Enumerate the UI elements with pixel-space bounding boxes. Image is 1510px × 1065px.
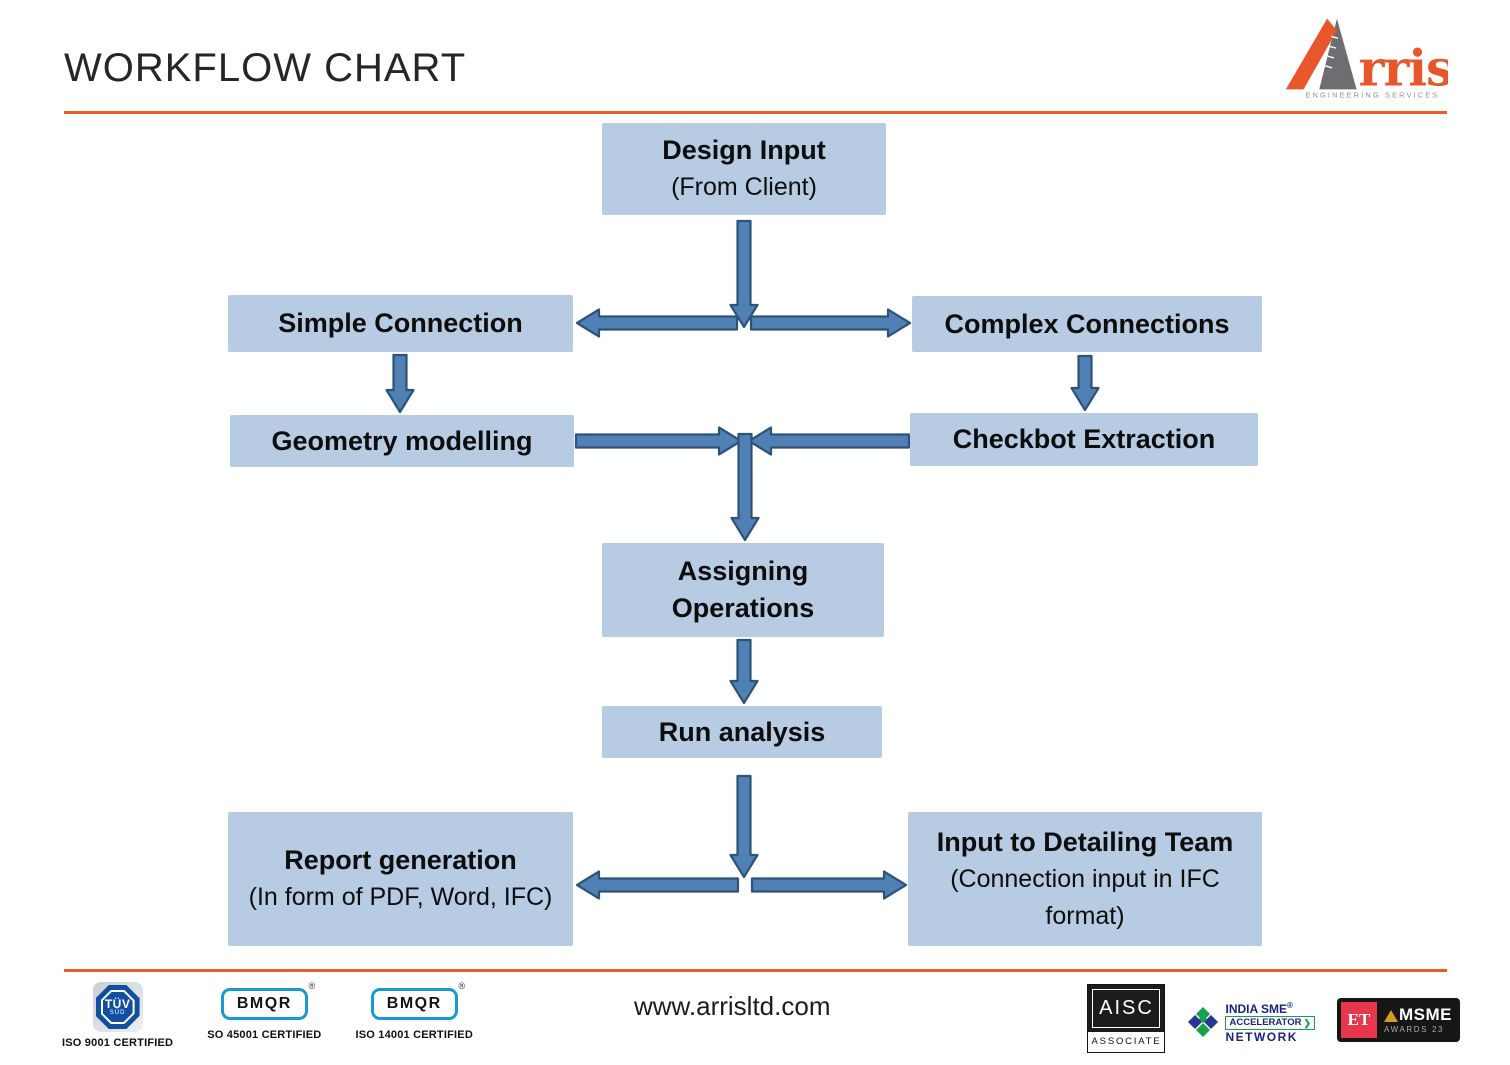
aisc-associate-badge: AISC ASSOCIATE	[1087, 984, 1166, 1053]
flow-arrow-assigning-to-run	[729, 638, 759, 705]
cert-tuv-iso9001: TÜV SÜD ISO 9001 CERTIFIED	[62, 982, 173, 1049]
node-title: Simple Connection	[278, 308, 523, 338]
header-divider	[64, 111, 1447, 114]
node-report-generation: Report generation (In form of PDF, Word,…	[228, 812, 573, 946]
tuv-sud-logo: TÜV SÜD	[92, 982, 143, 1032]
india-sme-text: INDIA SME® ACCELERATOR❯ NETWORK	[1225, 1000, 1315, 1043]
india-sme-line3: NETWORK	[1225, 1030, 1298, 1044]
node-subtitle: (From Client)	[671, 173, 817, 201]
bmqr-logo: BMQR ®	[370, 981, 465, 1020]
flow-arrow-split-to-detailing	[750, 870, 908, 900]
chevron-right-icon: ❯	[1303, 1018, 1311, 1028]
arris-logo: rris ENGINEERING SERVICES	[1285, 18, 1448, 99]
cert-label: ISO 14001 CERTIFIED	[355, 1029, 473, 1041]
node-subtitle: (Connection input in IFC format)	[950, 864, 1220, 930]
node-title: Report generation	[284, 845, 517, 875]
logo-ruler-ticks	[1324, 35, 1339, 69]
tuv-subtext: SÜD	[109, 1009, 126, 1016]
flow-arrow-design-to-split	[729, 219, 759, 329]
flow-arrow-split-to-complex	[749, 308, 912, 338]
node-title: Checkbot Extraction	[952, 424, 1216, 454]
node-input-to-detailing-team: Input to Detailing Team (Connection inpu…	[908, 812, 1262, 946]
bmqr-logo: BMQR ®	[220, 981, 315, 1020]
msme-gold-triangle-icon	[1384, 1010, 1398, 1022]
logo-triangle-gray	[1319, 18, 1357, 90]
msme-title: MSME	[1384, 1006, 1452, 1023]
node-title: Input to Detailing Team	[936, 826, 1234, 857]
node-design-input: Design Input (From Client)	[602, 123, 886, 215]
india-sme-badge: INDIA SME® ACCELERATOR❯ NETWORK	[1187, 1000, 1315, 1043]
node-title: Complex Connections	[944, 308, 1230, 339]
logo-wordmark: rris	[1359, 39, 1448, 97]
node-simple-connection: Simple Connection	[228, 295, 573, 352]
node-run-analysis: Run analysis	[602, 706, 882, 758]
aisc-logo: AISC	[1088, 985, 1165, 1032]
india-sme-line2: ACCELERATOR❯	[1225, 1016, 1315, 1030]
node-title: Design Input	[662, 135, 826, 165]
bmqr-text: BMQR	[236, 995, 292, 1012]
flow-arrow-checkbot-to-merge	[747, 426, 911, 456]
website-link[interactable]: www.arrisltd.com	[634, 991, 831, 1021]
tuv-octagon-ring: TÜV SÜD	[100, 990, 135, 1024]
cert-label: ISO 9001 CERTIFIED	[62, 1037, 174, 1049]
footer-divider	[64, 969, 1447, 972]
registered-mark: ®	[1287, 1001, 1293, 1010]
india-sme-icon	[1188, 1006, 1219, 1037]
certification-logos: TÜV SÜD ISO 9001 CERTIFIED BMQR ® SO 450…	[62, 981, 473, 1049]
et-msme-awards-badge: ET MSME AWARDS 23	[1337, 998, 1460, 1042]
flow-arrow-merge-to-assigning	[730, 432, 760, 542]
node-title: Run analysis	[658, 716, 826, 747]
logo-tagline: ENGINEERING SERVICES	[1305, 90, 1439, 99]
flow-arrow-complex-to-checkbot	[1070, 354, 1100, 412]
node-subtitle: (In form of PDF, Word, IFC)	[248, 883, 553, 911]
registered-mark: ®	[308, 981, 317, 991]
aisc-text: AISC	[1092, 989, 1161, 1028]
node-geometry-modelling: Geometry modelling	[230, 415, 574, 467]
aisc-subtext: ASSOCIATE	[1091, 1036, 1162, 1047]
registered-mark: ®	[458, 981, 467, 991]
cert-label: SO 45001 CERTIFIED	[207, 1029, 322, 1041]
flow-arrow-split-to-report	[575, 870, 740, 900]
flow-arrow-split-to-simple	[575, 308, 739, 338]
flow-arrow-run-to-split	[729, 774, 759, 879]
tuv-octagon-core: TÜV SÜD	[102, 992, 133, 1022]
tuv-octagon: TÜV SÜD	[95, 985, 140, 1029]
bmqr-text: BMQR	[386, 995, 442, 1012]
node-assigning-operations: Assigning Operations	[602, 543, 884, 637]
msme-awards-text: AWARDS 23	[1384, 1025, 1445, 1034]
node-title: Geometry modelling	[271, 425, 533, 456]
india-sme-line1: INDIA SME®	[1225, 1001, 1293, 1016]
node-checkbot-extraction: Checkbot Extraction	[910, 413, 1258, 466]
cert-bmqr-14001: BMQR ® ISO 14001 CERTIFIED	[355, 981, 473, 1041]
page-title: WORKFLOW CHART	[64, 46, 467, 90]
node-title: Assigning Operations	[671, 556, 815, 623]
flow-arrow-geometry-to-merge	[574, 426, 743, 456]
node-complex-connections: Complex Connections	[912, 296, 1262, 352]
cert-bmqr-45001: BMQR ® SO 45001 CERTIFIED	[207, 981, 322, 1041]
tuv-text: TÜV	[104, 996, 131, 1011]
flow-arrow-simple-to-geometry	[385, 353, 415, 414]
logo-triangle-orange	[1285, 18, 1337, 90]
award-badges: AISC ASSOCIATE INDIA SME® ACCELERATOR❯ N…	[1087, 984, 1460, 1053]
et-logo: ET	[1341, 1002, 1377, 1038]
msme-text-block: MSME AWARDS 23	[1384, 1006, 1452, 1034]
